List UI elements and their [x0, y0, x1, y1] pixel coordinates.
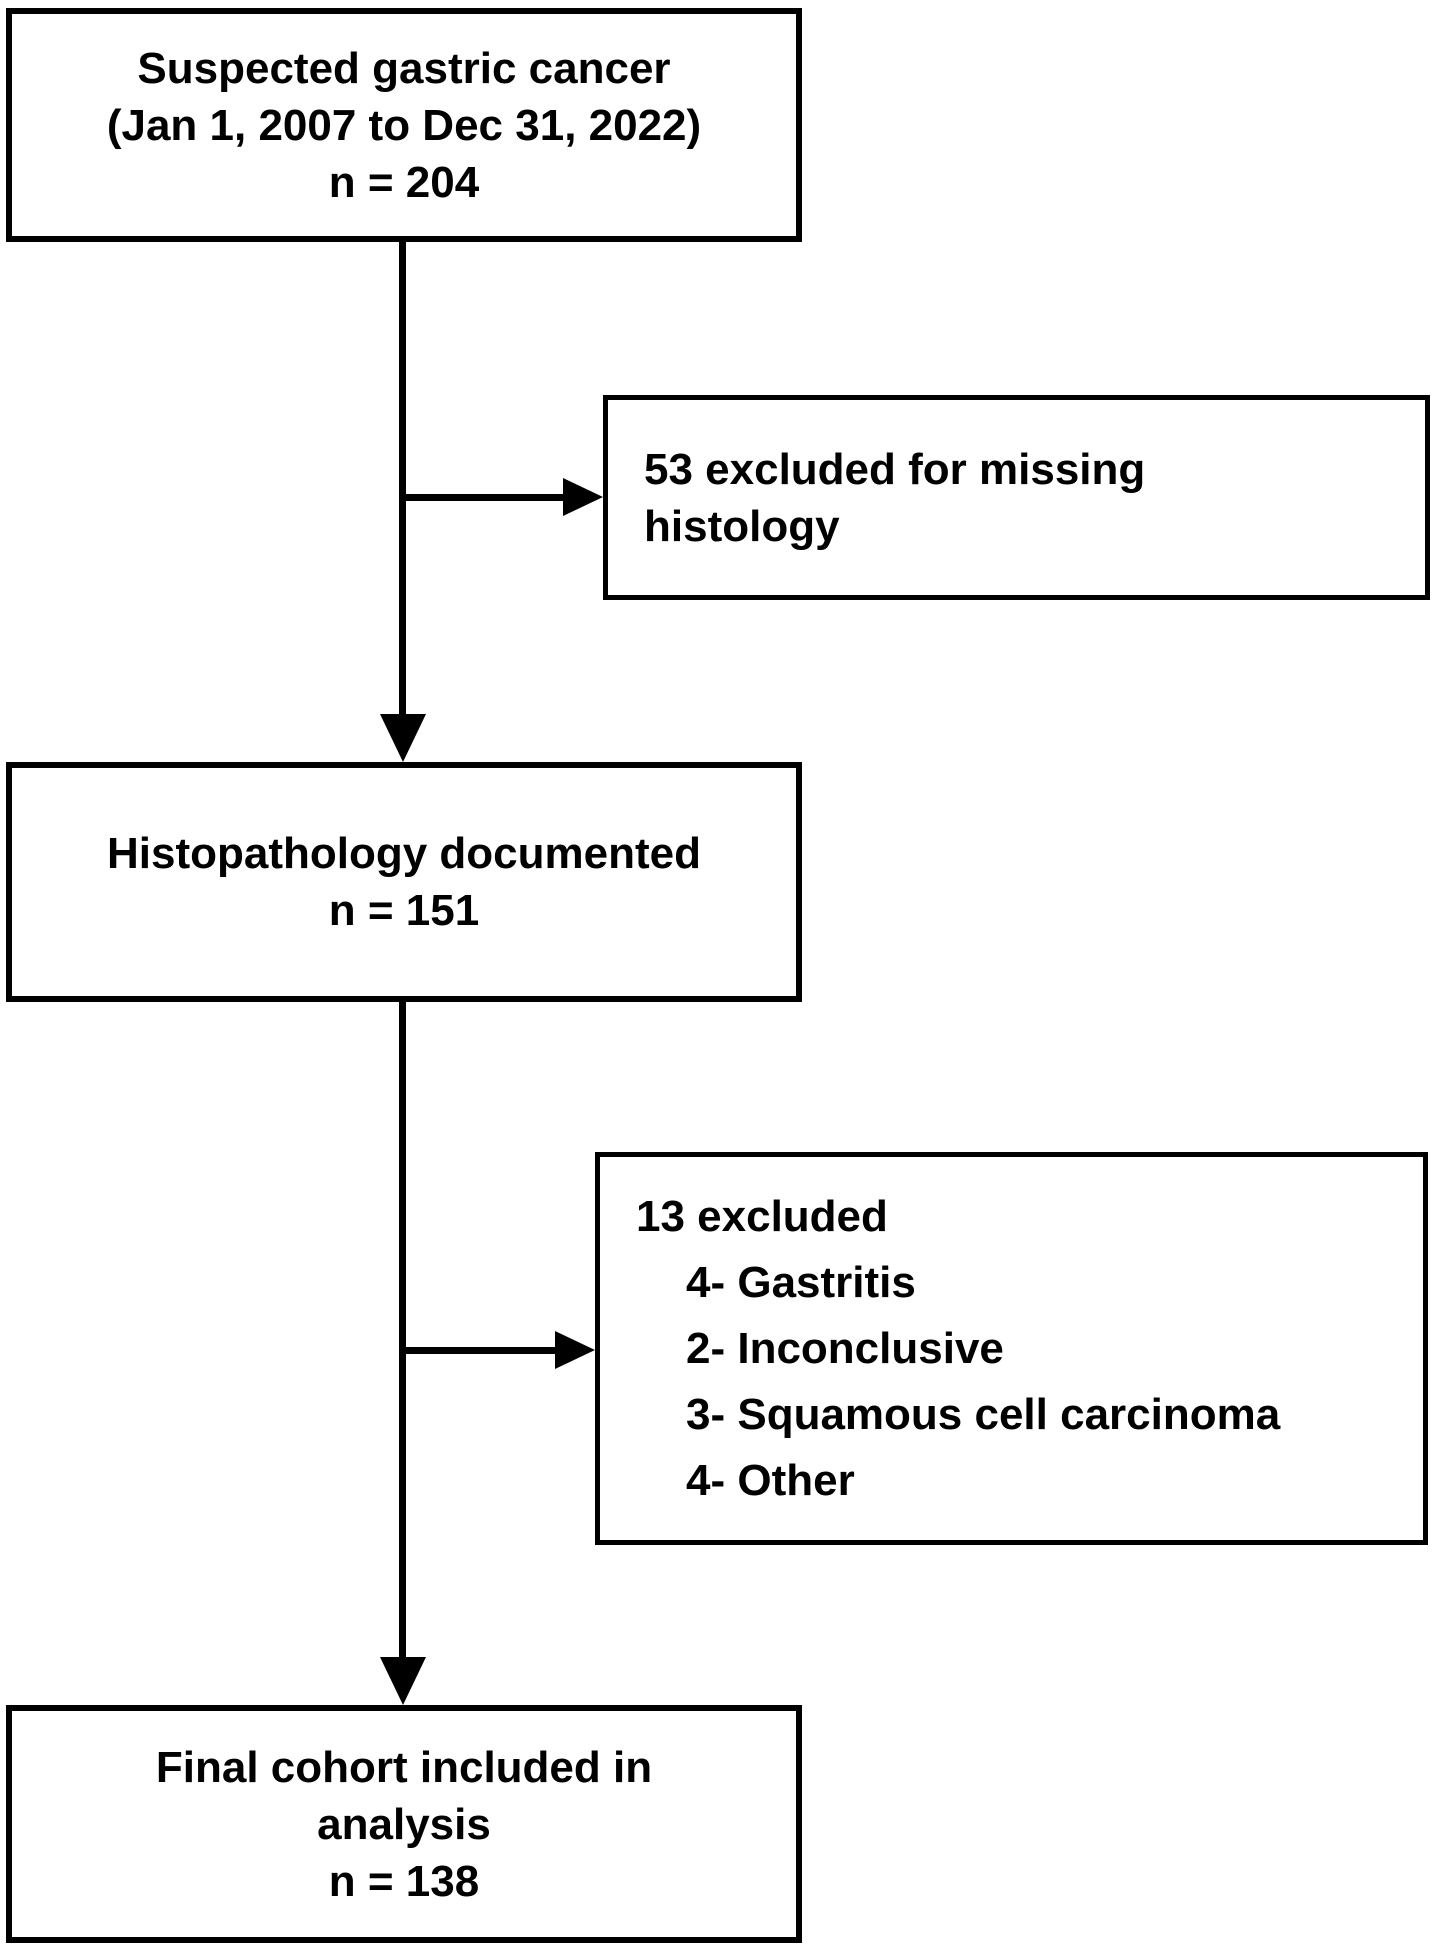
connector-to-excluded-histology — [402, 494, 567, 501]
enrollment-date-range: (Jan 1, 2007 to Dec 31, 2022) — [106, 100, 702, 150]
enrollment-count: n = 204 — [328, 157, 480, 207]
histopathology-title: Histopathology documented — [107, 829, 701, 878]
excluded-histology-line2: histology — [644, 501, 840, 551]
connector-histopathology-to-final — [399, 1002, 406, 1663]
excluded-reason-other: 4- Other — [686, 1455, 855, 1505]
final-cohort-line1: Final cohort included in — [155, 1742, 653, 1792]
connector-to-excluded-reasons — [402, 1347, 557, 1354]
excluded-reason-inconclusive: 2- Inconclusive — [686, 1323, 1004, 1373]
enrollment-title: Suspected gastric cancer — [137, 43, 671, 93]
connector-enrollment-to-histopathology — [399, 242, 406, 720]
box-histopathology-documented: Histopathology documented n = 151 — [6, 762, 802, 1002]
arrow-right-icon — [555, 1331, 595, 1369]
excluded-reason-squamous: 3- Squamous cell carcinoma — [686, 1389, 1281, 1439]
box-final-cohort: Final cohort included in analysis n = 13… — [6, 1705, 802, 1943]
excluded-reasons-title: 13 excluded — [636, 1191, 888, 1241]
excluded-reason-gastritis: 4- Gastritis — [686, 1257, 916, 1307]
excluded-histology-line1: 53 excluded for missing — [644, 444, 1146, 494]
box-suspected-gastric-cancer: Suspected gastric cancer (Jan 1, 2007 to… — [6, 8, 802, 242]
histopathology-count: n = 151 — [328, 886, 480, 935]
arrow-down-icon — [380, 714, 426, 762]
final-cohort-line2: analysis — [317, 1799, 491, 1849]
box-excluded-missing-histology: 53 excluded for missing histology — [603, 395, 1430, 600]
final-cohort-count: n = 138 — [328, 1856, 480, 1906]
box-excluded-reasons: 13 excluded 4- Gastritis 2- Inconclusive… — [595, 1152, 1428, 1545]
arrow-down-icon — [380, 1657, 426, 1705]
arrow-right-icon — [563, 478, 603, 516]
